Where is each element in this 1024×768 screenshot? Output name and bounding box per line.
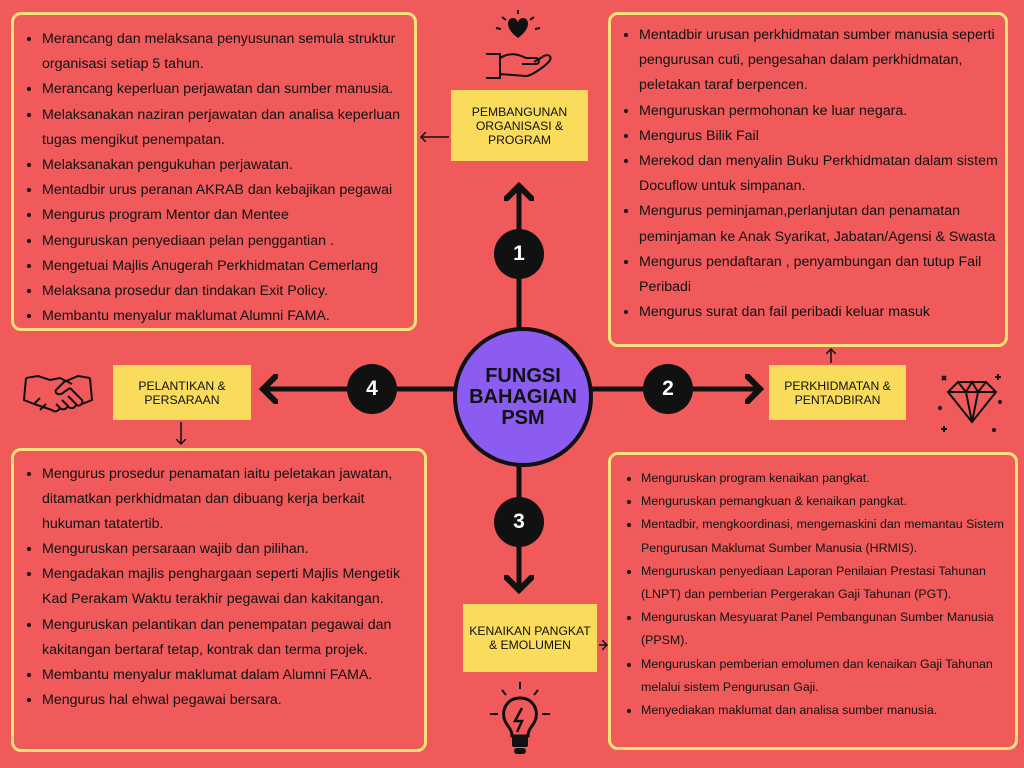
section-1-list: Merancang dan melaksana penyusunan semul… <box>14 15 414 329</box>
list-item: Mengurus surat dan fail peribadi keluar … <box>639 300 1005 325</box>
section-4-number: 4 <box>347 364 397 414</box>
list-item: Melaksanakan pengukuhan perjawatan. <box>42 153 414 178</box>
handshake-icon <box>22 374 94 413</box>
list-item: Menguruskan Mesyuarat Panel Pembangunan … <box>641 606 1015 652</box>
list-item: Merekod dan menyalin Buku Perkhidmatan d… <box>639 149 1005 199</box>
list-item: Menyediakan maklumat dan analisa sumber … <box>641 699 1015 722</box>
section-3-box: Menguruskan program kenaikan pangkat. Me… <box>608 452 1018 750</box>
section-4-box: Mengurus prosedur penamatan iaitu peleta… <box>11 448 427 752</box>
list-item: Menguruskan program kenaikan pangkat. <box>641 467 1015 490</box>
list-item: Melaksanakan naziran perjawatan dan anal… <box>42 103 414 153</box>
section-3-number: 3 <box>494 497 544 547</box>
diamond-icon <box>938 374 1002 432</box>
list-item: Menguruskan pemberian emolumen dan kenai… <box>641 653 1015 699</box>
list-item: Melaksana prosedur dan tindakan Exit Pol… <box>42 279 414 304</box>
list-item: Mengurus Bilik Fail <box>639 124 1005 149</box>
section-1-label: PEMBANGUNAN ORGANISASI & PROGRAM <box>451 90 588 161</box>
list-item: Mentadbir urusan perkhidmatan sumber man… <box>639 23 1005 99</box>
list-item: Mengurus pendaftaran , penyambungan dan … <box>639 250 1005 300</box>
section-4-list: Mengurus prosedur penamatan iaitu peleta… <box>14 451 424 713</box>
list-item: Menguruskan penyediaan Laporan Penilaian… <box>641 560 1015 606</box>
list-item: Mengetuai Majlis Anugerah Perkhidmatan C… <box>42 254 414 279</box>
section-3-list: Menguruskan program kenaikan pangkat. Me… <box>611 455 1015 722</box>
list-item: Mengurus prosedur penamatan iaitu peleta… <box>42 462 424 537</box>
section-1-box: Merancang dan melaksana penyusunan semul… <box>11 12 417 331</box>
center-title: FUNGSI BAHAGIAN PSM <box>453 327 593 467</box>
list-item: Mengadakan majlis penghargaan seperti Ma… <box>42 562 424 612</box>
heart-hand-icon <box>486 10 552 79</box>
list-item: Membantu menyalur maklumat Alumni FAMA. <box>42 304 414 329</box>
list-item: Menguruskan penyediaan pelan penggantian… <box>42 229 414 254</box>
list-item: Mentadbir, mengkoordinasi, mengemaskini … <box>641 513 1015 559</box>
list-item: Mengurus hal ehwal pegawai bersara. <box>42 688 424 713</box>
list-item: Mentadbir urus peranan AKRAB dan kebajik… <box>42 178 414 203</box>
list-item: Menguruskan pelantikan dan penempatan pe… <box>42 613 424 663</box>
list-item: Membantu menyalur maklumat dalam Alumni … <box>42 663 424 688</box>
section-4-label: PELANTIKAN & PERSARAAN <box>113 365 251 420</box>
list-item: Merancang keperluan perjawatan dan sumbe… <box>42 77 414 102</box>
section-3-label: KENAIKAN PANGKAT & EMOLUMEN <box>463 604 597 672</box>
section-2-label: PERKHIDMATAN & PENTADBIRAN <box>769 365 906 420</box>
section-1-number: 1 <box>494 229 544 279</box>
list-item: Merancang dan melaksana penyusunan semul… <box>42 27 414 77</box>
section-2-number: 2 <box>643 364 693 414</box>
list-item: Menguruskan pemangkuan & kenaikan pangka… <box>641 490 1015 513</box>
list-item: Mengurus peminjaman,perlanjutan dan pena… <box>639 199 1005 249</box>
lightbulb-icon <box>490 682 550 754</box>
section-2-box: Mentadbir urusan perkhidmatan sumber man… <box>608 12 1008 347</box>
section-2-list: Mentadbir urusan perkhidmatan sumber man… <box>611 15 1005 325</box>
list-item: Menguruskan permohonan ke luar negara. <box>639 99 1005 124</box>
list-item: Mengurus program Mentor dan Mentee <box>42 203 414 228</box>
list-item: Menguruskan persaraan wajib dan pilihan. <box>42 537 424 562</box>
